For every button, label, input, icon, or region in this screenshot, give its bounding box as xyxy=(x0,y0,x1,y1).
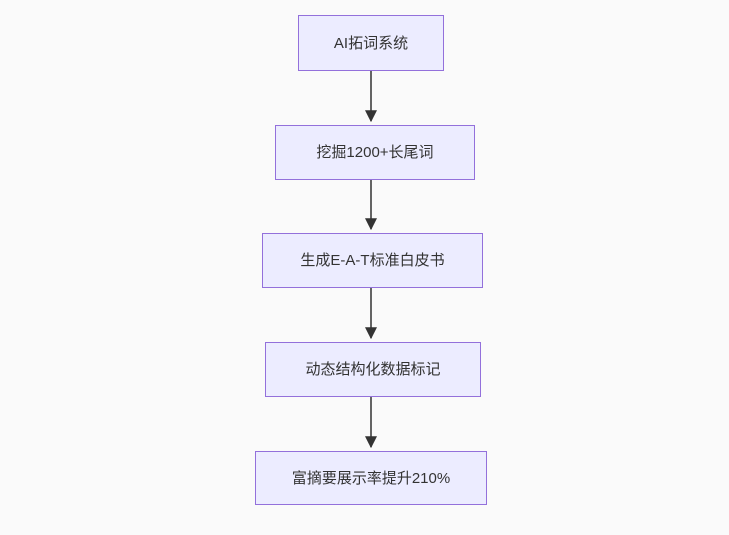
flow-node-label: 富摘要展示率提升210% xyxy=(291,469,451,487)
flow-node-label: 生成E-A-T标准白皮书 xyxy=(300,252,445,269)
flow-node-eat-whitepaper: 生成E-A-T标准白皮书 xyxy=(262,233,483,288)
flow-node-longtail-mining: 挖掘1200+长尾词 xyxy=(275,125,475,180)
flow-node-label: AI拓词系统 xyxy=(333,34,409,52)
flow-node-rich-snippet-result: 富摘要展示率提升210% xyxy=(255,451,487,505)
flow-node-label: 挖掘1200+长尾词 xyxy=(316,144,434,161)
flow-node-label: 动态结构化数据标记 xyxy=(305,361,441,378)
flow-node-structured-data: 动态结构化数据标记 xyxy=(265,342,481,397)
flow-node-ai-word-expansion: AI拓词系统 xyxy=(298,15,444,71)
